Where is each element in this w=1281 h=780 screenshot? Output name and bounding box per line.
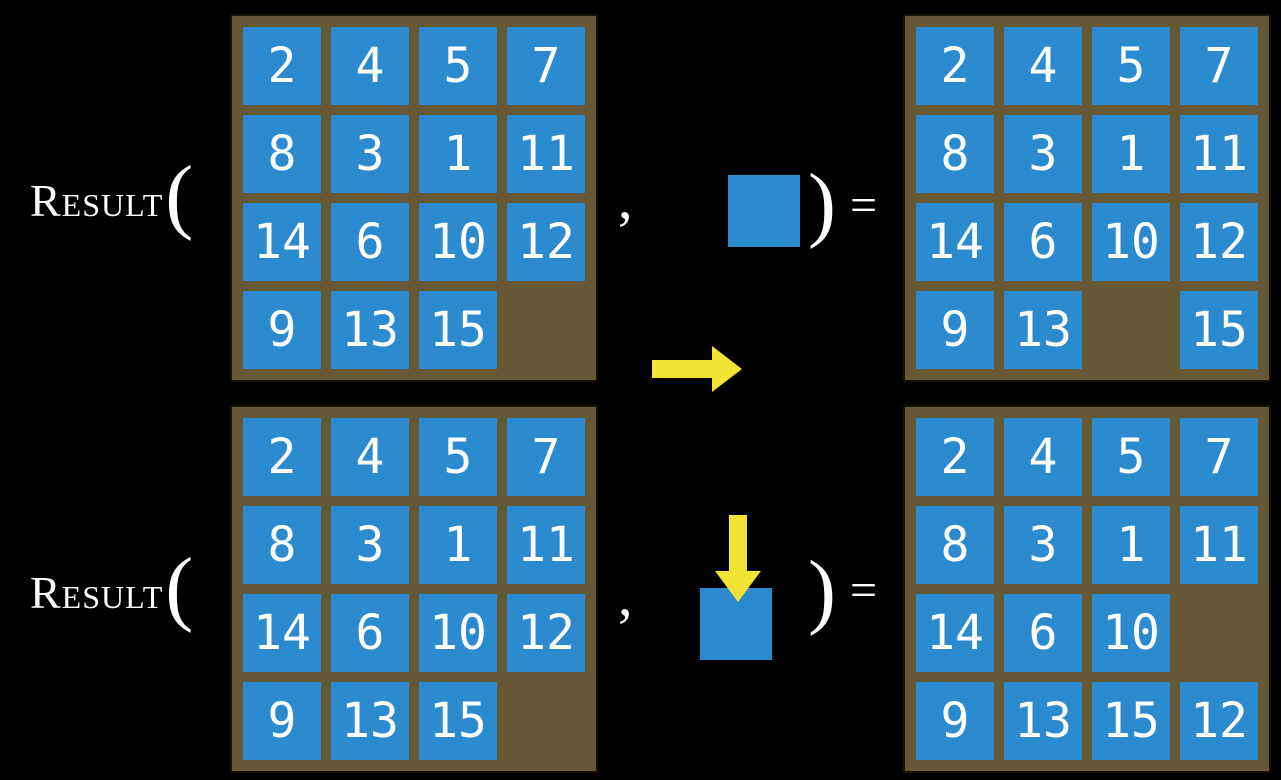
empty-cell: [1092, 291, 1170, 369]
tile-8: 8: [243, 506, 321, 584]
tile-14: 14: [243, 594, 321, 672]
tile-4: 4: [331, 27, 409, 105]
tile-14: 14: [916, 203, 994, 281]
tile-6: 6: [331, 203, 409, 281]
tile-7: 7: [1180, 418, 1258, 496]
tile-11: 11: [507, 506, 585, 584]
tile-13: 13: [331, 291, 409, 369]
tile-9: 9: [916, 682, 994, 760]
tile-7: 7: [507, 27, 585, 105]
tile-6: 6: [331, 594, 409, 672]
tile-11: 11: [1180, 506, 1258, 584]
tile-14: 14: [916, 594, 994, 672]
tile-4: 4: [331, 418, 409, 496]
moved-tile-square: [700, 588, 772, 660]
tile-10: 10: [1092, 203, 1170, 281]
empty-cell: [507, 291, 585, 369]
tile-3: 3: [1004, 506, 1082, 584]
tile-2: 2: [916, 27, 994, 105]
empty-cell: [1180, 594, 1258, 672]
tile-1: 1: [1092, 115, 1170, 193]
function-name-text: Result: [30, 174, 164, 226]
empty-cell: [507, 682, 585, 760]
function-name-text: Result: [30, 566, 164, 618]
tile-14: 14: [243, 203, 321, 281]
tile-12: 12: [1180, 203, 1258, 281]
arrow-right-icon: [652, 346, 742, 392]
result-function-label: Result(: [30, 154, 193, 240]
tile-10: 10: [419, 594, 497, 672]
open-paren: (: [165, 149, 194, 242]
result-function-label: Result(: [30, 546, 193, 632]
tile-10: 10: [419, 203, 497, 281]
tile-13: 13: [331, 682, 409, 760]
comma: ,: [618, 166, 633, 231]
close-paren: ): [808, 157, 836, 250]
tile-13: 13: [1004, 682, 1082, 760]
tile-12: 12: [507, 203, 585, 281]
tile-8: 8: [243, 115, 321, 193]
tile-2: 2: [243, 27, 321, 105]
tile-12: 12: [507, 594, 585, 672]
move-operand-1: , ) =: [610, 157, 900, 392]
tile-2: 2: [243, 418, 321, 496]
tile-7: 7: [1180, 27, 1258, 105]
tile-7: 7: [507, 418, 585, 496]
arrow-down-icon: [715, 515, 761, 602]
tile-15: 15: [1180, 291, 1258, 369]
move-operand-2: , ) =: [610, 505, 900, 675]
tile-12: 12: [1180, 682, 1258, 760]
moved-tile-square: [728, 175, 800, 247]
tile-5: 5: [419, 418, 497, 496]
tile-5: 5: [1092, 27, 1170, 105]
tile-8: 8: [916, 115, 994, 193]
tile-9: 9: [243, 291, 321, 369]
close-paren: ): [808, 544, 836, 637]
equals-sign: =: [850, 179, 878, 232]
tile-6: 6: [1004, 203, 1082, 281]
tile-13: 13: [1004, 291, 1082, 369]
tile-9: 9: [916, 291, 994, 369]
tile-3: 3: [331, 506, 409, 584]
tile-5: 5: [1092, 418, 1170, 496]
tile-1: 1: [419, 115, 497, 193]
tile-4: 4: [1004, 27, 1082, 105]
tile-2: 2: [916, 418, 994, 496]
tile-9: 9: [243, 682, 321, 760]
tile-8: 8: [916, 506, 994, 584]
tile-11: 11: [507, 115, 585, 193]
tile-3: 3: [1004, 115, 1082, 193]
tile-15: 15: [419, 682, 497, 760]
tile-5: 5: [419, 27, 497, 105]
tile-15: 15: [419, 291, 497, 369]
open-paren: (: [165, 541, 194, 634]
tile-15: 15: [1092, 682, 1170, 760]
tile-1: 1: [1092, 506, 1170, 584]
tile-10: 10: [1092, 594, 1170, 672]
tile-11: 11: [1180, 115, 1258, 193]
tile-6: 6: [1004, 594, 1082, 672]
tile-1: 1: [419, 506, 497, 584]
tile-3: 3: [331, 115, 409, 193]
comma: ,: [618, 563, 633, 628]
equals-sign: =: [850, 564, 878, 617]
tile-4: 4: [1004, 418, 1082, 496]
